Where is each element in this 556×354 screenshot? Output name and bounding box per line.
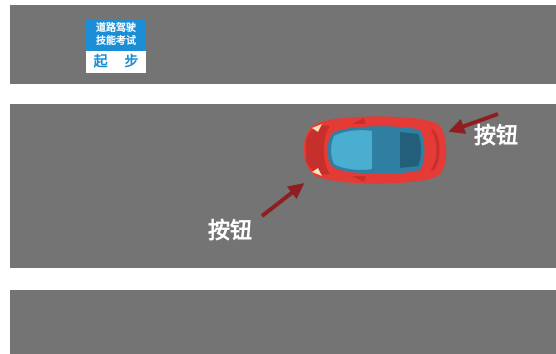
button-label-right: 按钮 [474, 124, 519, 149]
exam-badge: 道路驾驶 技能考试 起 步 [86, 19, 146, 73]
badge-title-line1: 道路驾驶 [96, 23, 136, 34]
badge-title-line2: 技能考试 [96, 36, 136, 47]
arrow-left [260, 183, 305, 218]
badge-action-label: 起 步 [93, 54, 145, 70]
arrow-right [448, 112, 499, 134]
badge-title: 道路驾驶 技能考试 [86, 19, 146, 51]
road-lane-bottom [10, 290, 556, 354]
car-icon [303, 116, 447, 184]
button-label-left: 按钮 [208, 219, 253, 244]
